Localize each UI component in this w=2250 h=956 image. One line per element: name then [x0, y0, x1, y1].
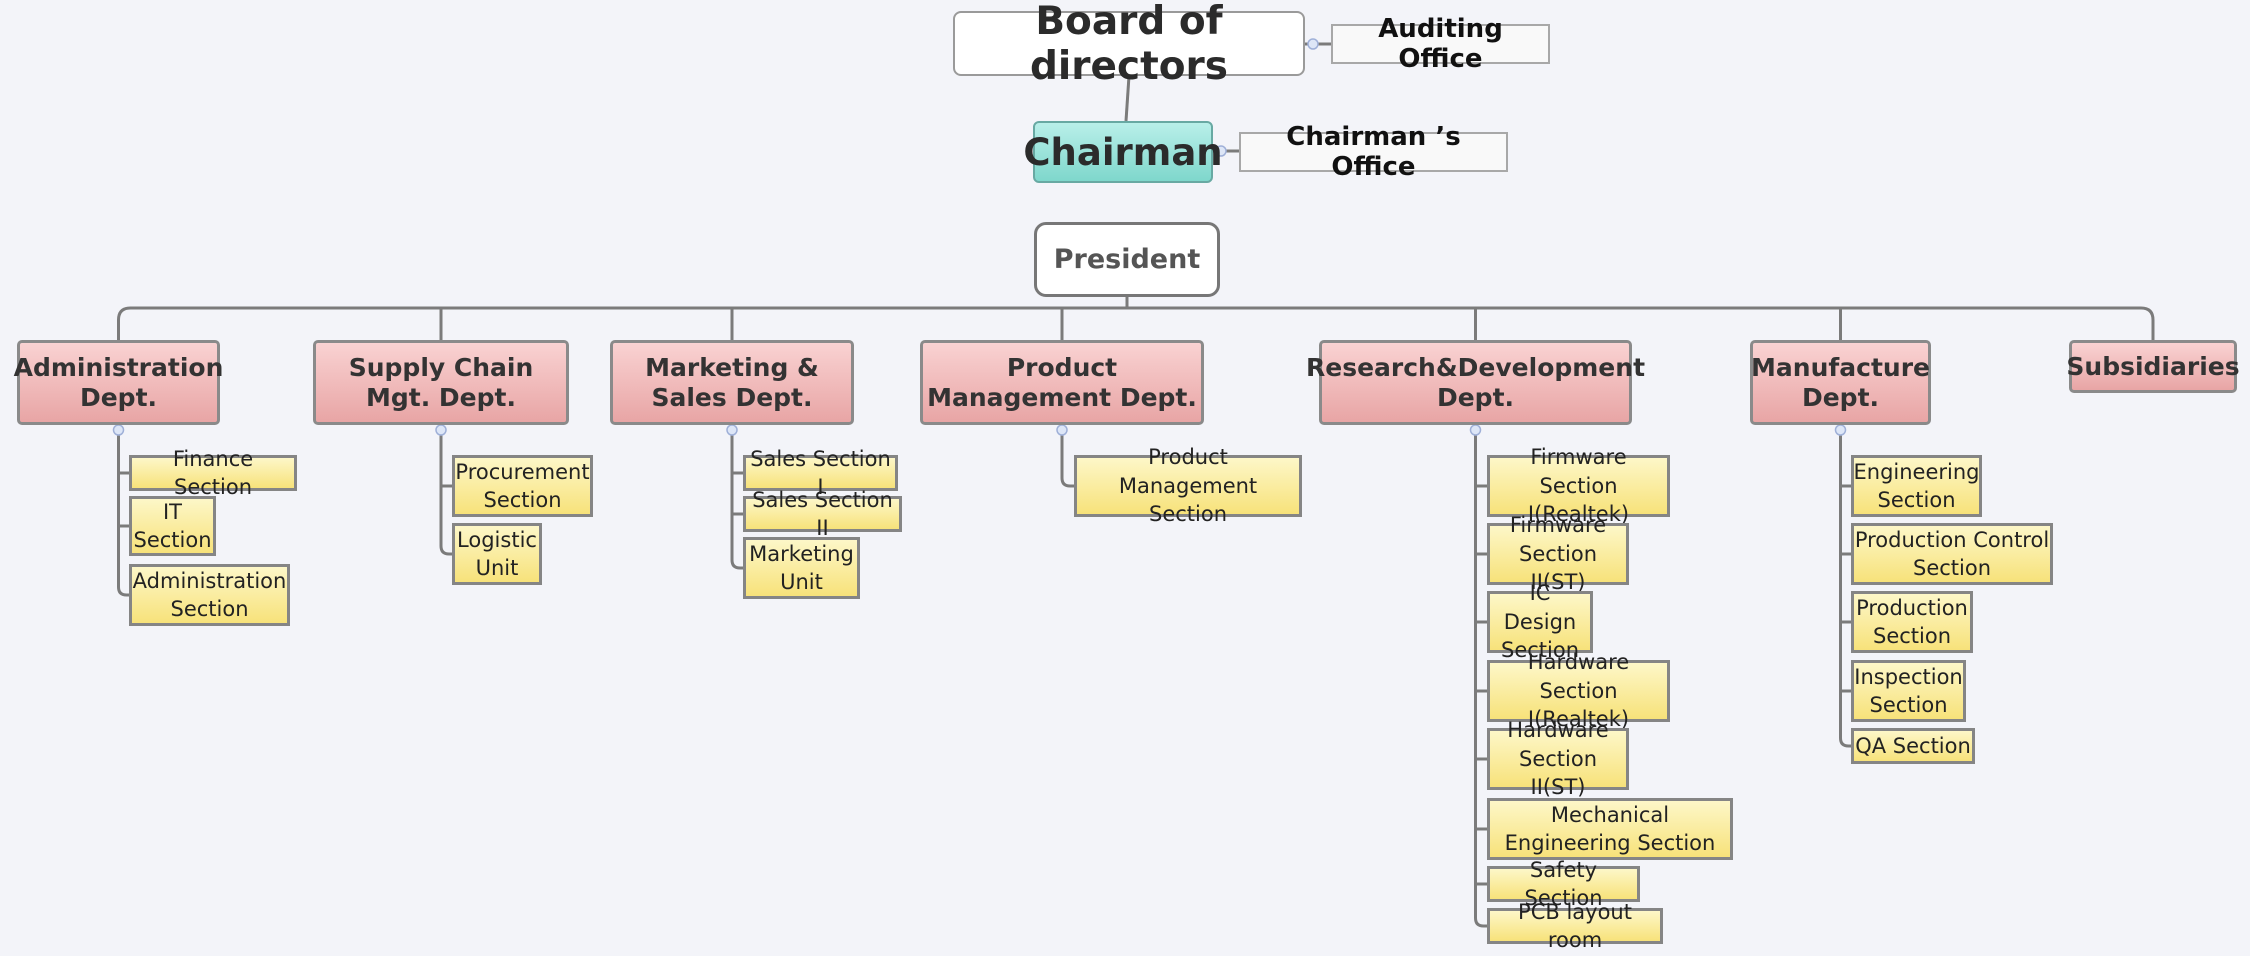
section-hardware-2[interactable]: Hardware Section II(ST): [1487, 718, 1629, 799]
section-branch-line: [730, 559, 743, 570]
section-finance[interactable]: Finance Section: [129, 447, 297, 499]
chairman-node[interactable]: Chairman: [1023, 121, 1223, 183]
section-hardware-1[interactable]: Hardware Section I(Realtek): [1487, 650, 1670, 731]
section-inspection[interactable]: Inspection Section: [1851, 660, 1966, 722]
collapse-toggle-icon[interactable]: [1307, 38, 1319, 50]
dept-administration[interactable]: Administration Dept.: [14, 340, 223, 425]
section-ic-design[interactable]: IC Design Section: [1487, 581, 1593, 662]
section-sales-2[interactable]: Sales Section II: [743, 488, 902, 540]
section-marketing-unit[interactable]: Marketing Unit: [743, 537, 860, 599]
section-mechanical[interactable]: Mechanical Engineering Section: [1487, 798, 1733, 860]
section-branch-line: [1839, 737, 1851, 748]
auditing-office-node[interactable]: Auditing Office: [1331, 14, 1550, 74]
section-branch-line: [1474, 917, 1487, 928]
section-pcb-layout[interactable]: PCB layout room: [1487, 900, 1663, 952]
dept-marketing-sales[interactable]: Marketing & Sales Dept.: [610, 340, 854, 425]
section-production[interactable]: Production Section: [1851, 591, 1973, 653]
board-of-directors-node[interactable]: Board of directors: [953, 0, 1305, 89]
section-firmware-1[interactable]: Firmware Section I(Realtek): [1487, 445, 1670, 526]
dept-drop-line: [117, 306, 131, 340]
section-safety[interactable]: Safety Section: [1487, 858, 1640, 910]
dept-supply-chain[interactable]: Supply Chain Mgt. Dept.: [313, 340, 569, 425]
section-logistic[interactable]: Logistic Unit: [452, 523, 542, 585]
section-product-management[interactable]: Product Management Section: [1074, 445, 1302, 526]
collapse-toggle-icon[interactable]: [1056, 424, 1068, 436]
collapse-toggle-icon[interactable]: [726, 424, 738, 436]
dept-drop-line: [2140, 306, 2155, 340]
section-production-control[interactable]: Production Control Section: [1851, 523, 2053, 585]
section-branch-line: [439, 545, 452, 556]
section-firmware-2[interactable]: Firmware Section II(ST): [1487, 513, 1629, 594]
section-administration[interactable]: Administration Section: [129, 564, 290, 626]
section-sales-1[interactable]: Sales Section I: [743, 447, 898, 499]
collapse-toggle-icon[interactable]: [1215, 145, 1227, 157]
section-qa[interactable]: QA Section: [1851, 728, 1975, 764]
dept-product-management[interactable]: Product Management Dept.: [920, 340, 1204, 425]
section-it[interactable]: IT Section: [129, 496, 216, 556]
section-branch-line: [117, 586, 129, 597]
dept-subsidiaries[interactable]: Subsidiaries: [2066, 340, 2240, 393]
section-branch-line: [1060, 477, 1074, 488]
collapse-toggle-icon[interactable]: [435, 424, 447, 436]
board-to-chairman-line: [1124, 75, 1131, 122]
president-node[interactable]: President: [1034, 222, 1220, 297]
collapse-toggle-icon[interactable]: [1469, 424, 1482, 436]
collapse-toggle-icon[interactable]: [1834, 424, 1847, 436]
dept-manufacture[interactable]: Manufacture Dept.: [1750, 340, 1931, 425]
section-engineering[interactable]: Engineering Section: [1851, 455, 1982, 517]
chairman-office-node[interactable]: Chairman ’s Office: [1239, 122, 1508, 182]
collapse-toggle-icon[interactable]: [112, 424, 125, 436]
section-procurement[interactable]: Procurement Section: [452, 455, 593, 517]
dept-research-development[interactable]: Research&Development Dept.: [1306, 340, 1645, 425]
